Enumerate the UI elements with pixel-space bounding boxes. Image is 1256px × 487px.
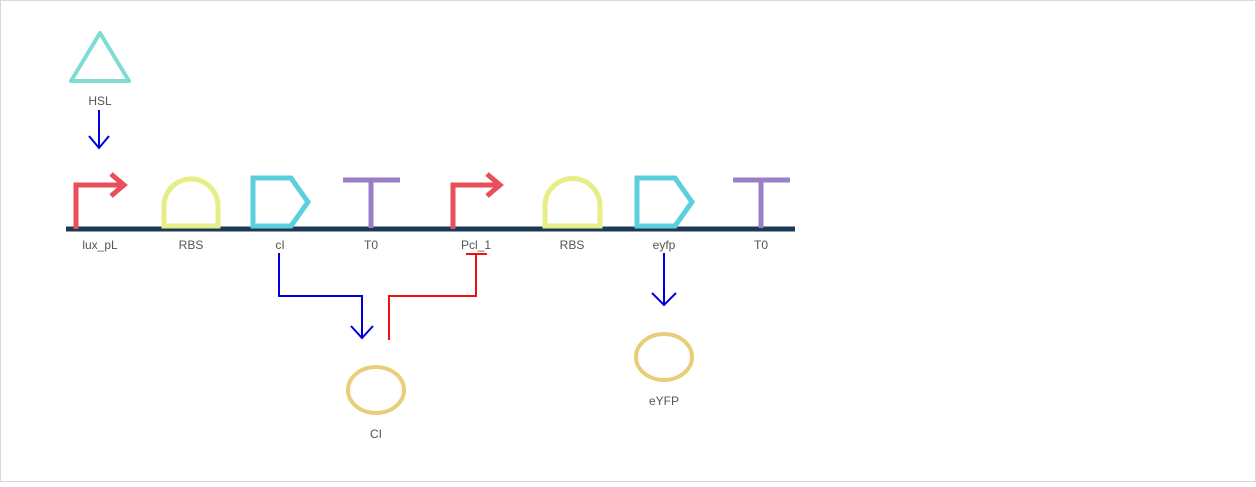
molecule-label: CI [370,427,382,441]
part-rbs-2[interactable] [542,176,603,229]
ci-repression-line [388,253,487,340]
hsl-activation-arrow [88,110,110,150]
molecule-hsl[interactable] [69,31,131,83]
part-rbs-1[interactable] [161,176,221,229]
molecule-ci[interactable] [346,365,406,415]
molecule-eyfp[interactable] [634,332,694,382]
part-label: T0 [364,238,378,252]
promoter-arrow-icon [73,172,128,229]
part-label: eyfp [653,238,676,252]
terminator-t-icon [733,177,790,228]
part-label: T0 [754,238,768,252]
rbs-dome-icon [161,176,221,229]
part-eyfp[interactable] [634,175,696,229]
part-t0-2[interactable] [733,177,790,228]
cds-pentagon-icon [250,175,312,229]
part-pcl-1[interactable] [450,172,504,229]
part-t0-1[interactable] [343,177,400,228]
terminator-t-icon [343,177,400,228]
eyfp-production-arrow [651,253,677,307]
part-label: RBS [179,238,204,252]
rbs-dome-icon [542,176,603,229]
triangle-icon [69,31,131,83]
ellipse-icon [346,365,406,415]
part-label: lux_pL [82,238,118,252]
part-label: Pcl_1 [461,238,491,252]
part-lux-pl[interactable] [73,172,128,229]
cds-pentagon-icon [634,175,696,229]
ci-production-arrow [278,253,374,340]
part-label: cI [275,238,284,252]
molecule-label: eYFP [649,394,679,408]
promoter-arrow-icon [450,172,504,229]
ellipse-icon [634,332,694,382]
part-ci[interactable] [250,175,312,229]
part-label: RBS [560,238,585,252]
molecule-label: HSL [88,94,112,108]
